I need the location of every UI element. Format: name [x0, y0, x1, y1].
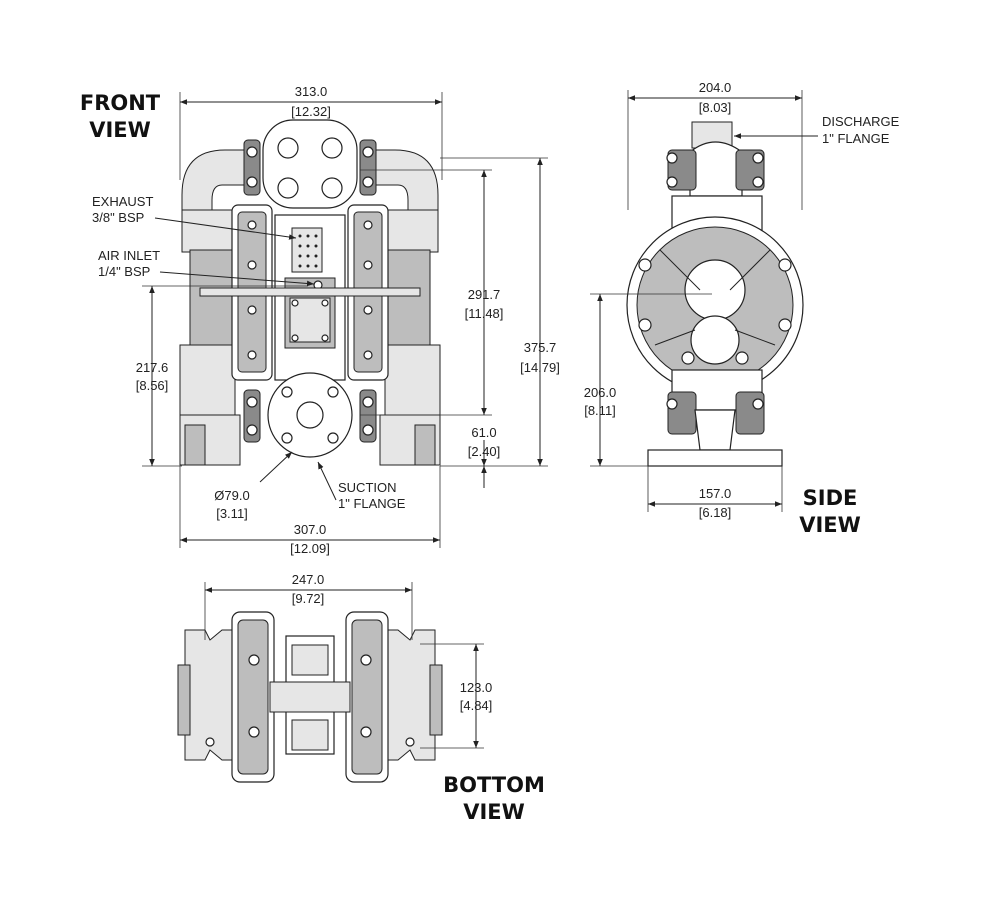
callout-air-inlet-2: 1/4" BSP: [98, 264, 150, 279]
side-pump-body: [626, 121, 804, 467]
dim-bottom-depth-mm: 123.0: [460, 680, 493, 695]
dim-front-inlet-height-mm: 217.6: [136, 360, 169, 375]
dim-front-suction-height-mm: 61.0: [471, 425, 496, 440]
exhaust-port-holes: [298, 234, 318, 268]
dim-bottom-width-in: [9.72]: [292, 591, 325, 606]
bottom-pump-body: [177, 611, 443, 783]
callout-air-inlet-1: AIR INLET: [98, 248, 160, 263]
callout-suction-2: 1" FLANGE: [338, 496, 406, 511]
bottom-view: BOTTOM VIEW 247.0 [9.72: [177, 572, 545, 824]
callout-suction-1: SUCTION: [338, 480, 397, 495]
dim-side-width-mm: 204.0: [699, 80, 732, 95]
callout-discharge-2: 1" FLANGE: [822, 131, 890, 146]
dim-bottom-width-mm: 247.0: [292, 572, 325, 587]
dim-front-inlet-height-in: [8.56]: [136, 378, 169, 393]
dim-front-width-in: [12.32]: [291, 104, 331, 119]
dim-front-height-total-mm: 375.7: [524, 340, 557, 355]
dim-front-height-inner-in: [11.48]: [465, 306, 504, 321]
dim-side-height-in: [8.11]: [584, 403, 616, 418]
bottom-view-title-2: VIEW: [463, 800, 525, 824]
dim-front-base-width-in: [12.09]: [290, 541, 330, 556]
callout-exhaust-1: EXHAUST: [92, 194, 153, 209]
side-view-title: SIDE: [803, 486, 858, 510]
bottom-view-title: BOTTOM: [443, 773, 545, 797]
side-view: SIDE VIEW: [584, 80, 900, 537]
dim-bottom-depth-in: [4.84]: [460, 698, 493, 713]
callout-exhaust-2: 3/8" BSP: [92, 210, 144, 225]
dim-front-height-total-in: [14.79]: [520, 360, 560, 375]
front-view-title-2: VIEW: [89, 118, 151, 142]
dim-side-base-width-in: [6.18]: [699, 505, 732, 520]
dim-side-base-width-mm: 157.0: [699, 486, 732, 501]
dim-front-width-mm: 313.0: [295, 84, 328, 99]
dim-side-width-in: [8.03]: [699, 100, 732, 115]
side-view-title-2: VIEW: [799, 513, 861, 537]
front-view: FRONT VIEW: [80, 84, 560, 556]
front-view-title: FRONT: [80, 91, 161, 115]
dim-flange-diameter-in: [3.11]: [216, 506, 248, 521]
front-pump-body: [179, 119, 441, 466]
dim-front-base-width-mm: 307.0: [294, 522, 327, 537]
callout-discharge-1: DISCHARGE: [822, 114, 900, 129]
dim-flange-diameter-mm: Ø79.0: [214, 488, 249, 503]
dim-front-height-inner-mm: 291.7: [468, 287, 501, 302]
dim-front-suction-height-in: [2.40]: [468, 444, 501, 459]
dim-side-height-mm: 206.0: [584, 385, 617, 400]
